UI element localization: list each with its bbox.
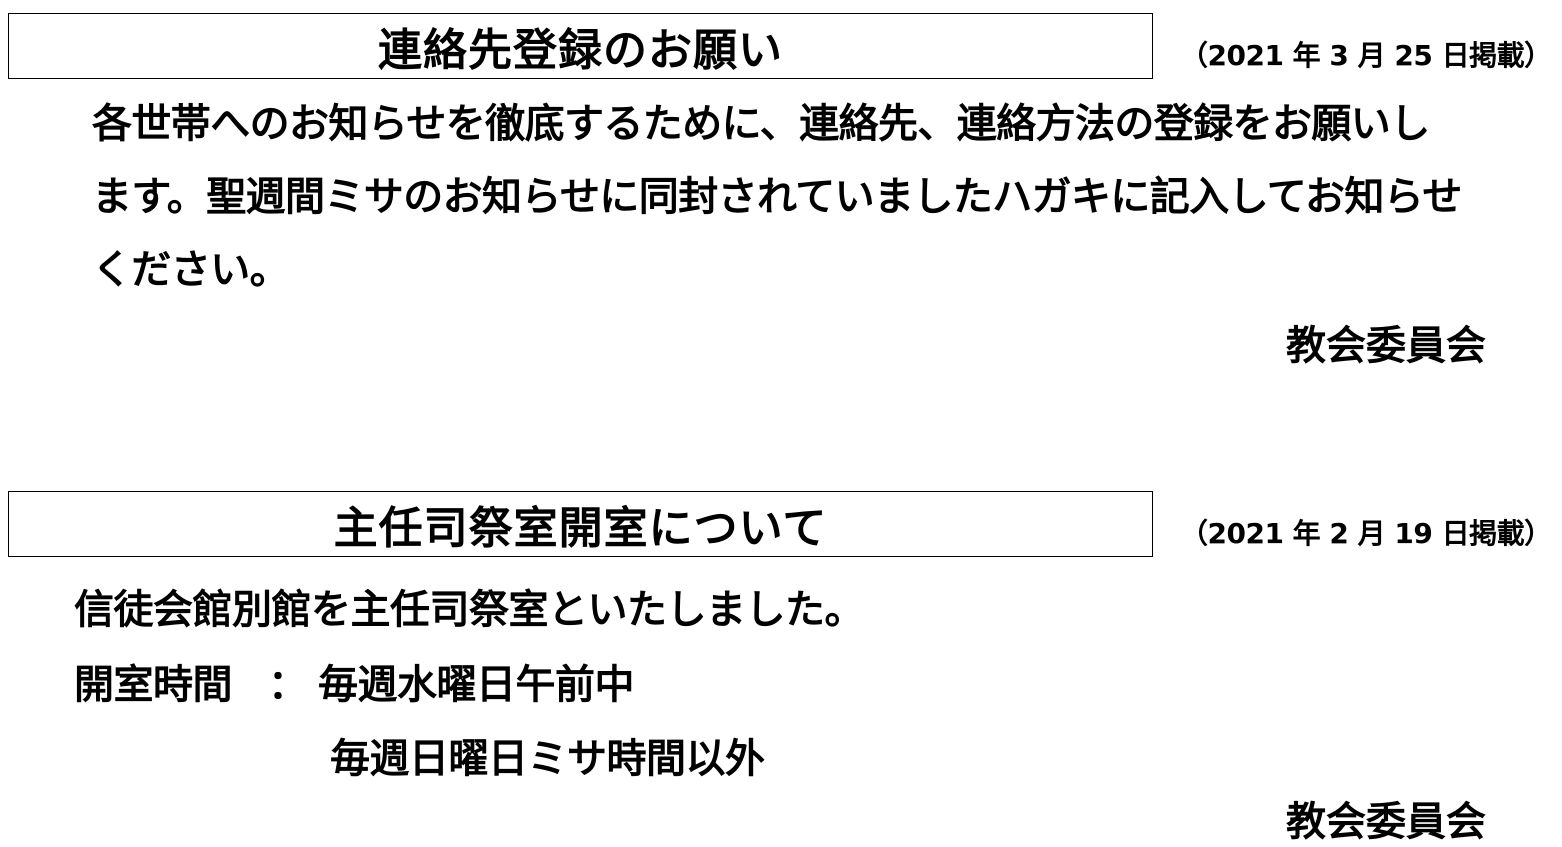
- body-line: 各世帯へのお知らせを徹底するために、連絡先、連絡方法の登録をお願いし: [92, 101, 1430, 147]
- hours-line: 毎週水曜日午前中: [318, 662, 635, 708]
- notice-title: 主任司祭室開室について: [333, 503, 828, 554]
- notice-title: 連絡先登録のお願い: [378, 25, 783, 76]
- notice-signature: 教会委員会: [1286, 323, 1486, 369]
- hours-label: 開室時間: [74, 662, 233, 708]
- hours-separator: ：: [268, 662, 308, 708]
- notice-title-box: 連絡先登録のお願い: [8, 13, 1153, 79]
- notice-date: （2021 年 2 月 19 日掲載）: [1180, 517, 1552, 550]
- notice-body: 各世帯へのお知らせを徹底するために、連絡先、連絡方法の登録をお願いし ます。聖週…: [92, 88, 1512, 307]
- notice-date: （2021 年 3 月 25 日掲載）: [1180, 39, 1552, 72]
- notice-intro: 信徒会館別館を主任司祭室といたしました。: [74, 587, 865, 633]
- body-line: ください。: [92, 247, 290, 293]
- notice-title-box: 主任司祭室開室について: [8, 491, 1153, 557]
- hours-line: 毎週日曜日ミサ時間以外: [330, 736, 765, 782]
- notice-signature: 教会委員会: [1286, 799, 1486, 845]
- body-line: ます。聖週間ミサのお知らせに同封されていましたハガキに記入してお知らせ: [92, 174, 1462, 220]
